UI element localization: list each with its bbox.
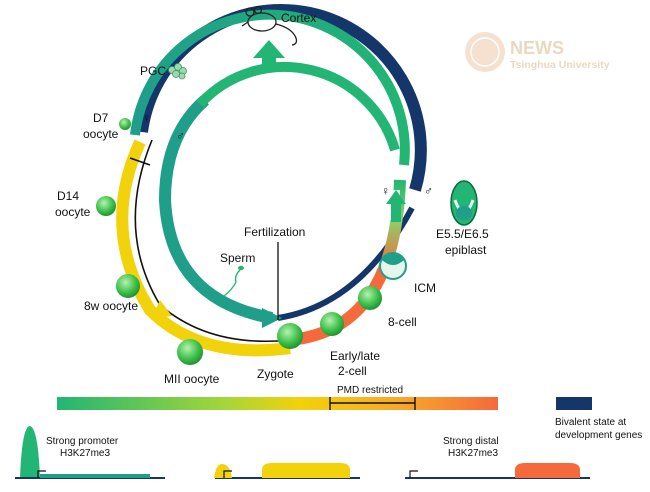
cortex-label: Cortex — [281, 11, 316, 25]
distal-label-line1: Strong distal — [443, 436, 499, 447]
legend-line2: development genes — [555, 430, 642, 441]
legend-line1: Bivalent state at — [555, 417, 626, 428]
female-symbol-right: ♀ — [381, 184, 390, 198]
epiblast-embryo-icon — [450, 180, 478, 226]
male-symbol-right: ♂ — [424, 184, 433, 198]
d7-oocyte-cell — [119, 118, 131, 130]
maternal-top-arc — [130, 9, 410, 166]
icm-mass — [382, 253, 404, 265]
d14-label: D14 — [57, 189, 79, 203]
promoter-label-line2: H3K27me3 — [60, 448, 110, 459]
paternal-arrowhead — [262, 308, 282, 328]
methylation-gradient-bar — [57, 397, 498, 410]
sperm-head — [238, 265, 244, 271]
mouse-icon — [241, 5, 298, 46]
bivalent-outer-arc — [136, 4, 427, 192]
eight-cell-embryo — [358, 286, 382, 310]
mii-oocyte-label: MII oocyte — [164, 372, 220, 386]
female-symbol-top: ♀ — [142, 111, 151, 125]
epiblast-arrow-shaft — [391, 202, 401, 222]
oogenesis-tick — [129, 157, 151, 166]
logo-subtitle: Tsinghua University — [510, 59, 610, 71]
track1-gene-box — [40, 474, 150, 478]
promoter-label-line1: Strong promoter — [46, 436, 119, 447]
logo-title: NEWS — [510, 38, 564, 58]
tsinghua-news-logo: NEWS Tsinghua University — [465, 32, 610, 72]
distal-label-line2: H3K27me3 — [448, 448, 498, 459]
pgc-cells-icon — [168, 63, 187, 80]
track3-tss-arrow — [409, 470, 418, 478]
early-late-label: Early/late — [330, 349, 380, 363]
promoter-peak — [20, 426, 40, 478]
pmd-restricted-label: PMD restricted — [337, 385, 403, 396]
cortex-arrowhead — [253, 40, 285, 58]
paternal-top-inner-arc — [196, 61, 400, 152]
w8-oocyte-cell — [116, 274, 140, 298]
epiblast-arrow — [386, 190, 406, 204]
mii-oocyte-cell — [177, 339, 203, 365]
e55-label: E5.5/E6.5 — [436, 227, 489, 241]
paternal-inner-arc — [158, 95, 274, 324]
cortex-arrow-shaft — [262, 55, 276, 71]
bivalent-legend-swatch — [556, 397, 592, 410]
track2-wide-block — [262, 463, 350, 478]
oogenesis-arrowhead — [152, 300, 172, 318]
epiblast-label: epiblast — [445, 243, 487, 257]
pgc-label: PGC — [140, 64, 166, 78]
icm-label: ICM — [414, 281, 436, 295]
d14-oocyte-cell — [96, 196, 116, 216]
track2-tss-arrow — [223, 470, 232, 478]
d7-oocyte-label: oocyte — [83, 127, 119, 141]
track1-tss-arrow — [37, 470, 46, 478]
d7-label: D7 — [93, 111, 109, 125]
eight-cell-label: 8-cell — [388, 315, 417, 329]
zygote-label: Zygote — [257, 367, 294, 381]
two-cell-label: 2-cell — [338, 364, 367, 378]
zygote-cell — [277, 323, 303, 349]
sperm-icon — [223, 269, 241, 297]
two-cell-embryo — [320, 312, 344, 336]
oogenesis-yellow-arc — [116, 139, 291, 357]
d14-oocyte-label: oocyte — [55, 205, 91, 219]
track3-wide-block — [515, 463, 580, 478]
w8-oocyte-label: 8w oocyte — [84, 299, 138, 313]
sperm-label: Sperm — [220, 251, 255, 265]
male-symbol-top: ♂ — [176, 129, 185, 143]
fertilization-label: Fertilization — [244, 225, 305, 239]
track2-left-bump — [214, 464, 232, 478]
